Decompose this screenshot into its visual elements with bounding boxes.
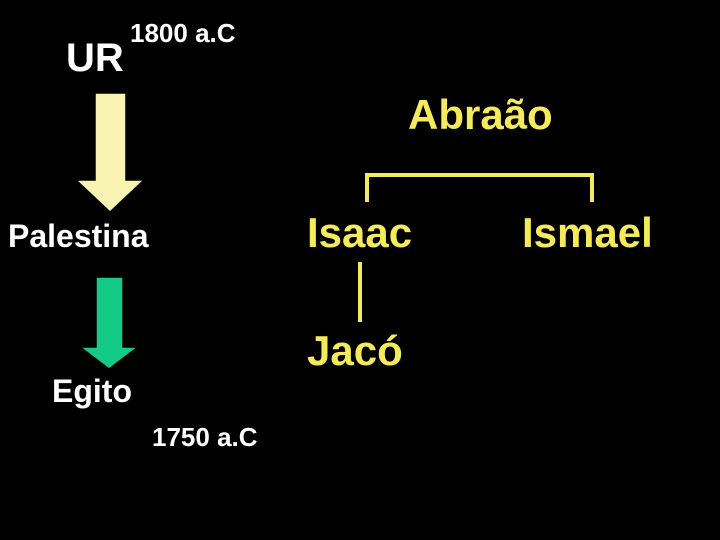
date-start: 1800 a.C — [130, 18, 236, 48]
person-jaco: Jacó — [307, 327, 403, 374]
place-ur: UR — [66, 36, 124, 80]
arrow-ur-to-palestina — [74, 92, 146, 214]
date-end: 1750 a.C — [152, 422, 258, 452]
person-abraao: Abraão — [408, 91, 553, 138]
person-isaac: Isaac — [307, 209, 413, 256]
place-egito: Egito — [52, 373, 132, 409]
person-ismael: Ismael — [522, 209, 653, 256]
tree-line-abraao-children — [365, 173, 594, 202]
arrow-palestina-to-egito — [77, 276, 141, 370]
place-palestina: Palestina — [8, 218, 149, 254]
